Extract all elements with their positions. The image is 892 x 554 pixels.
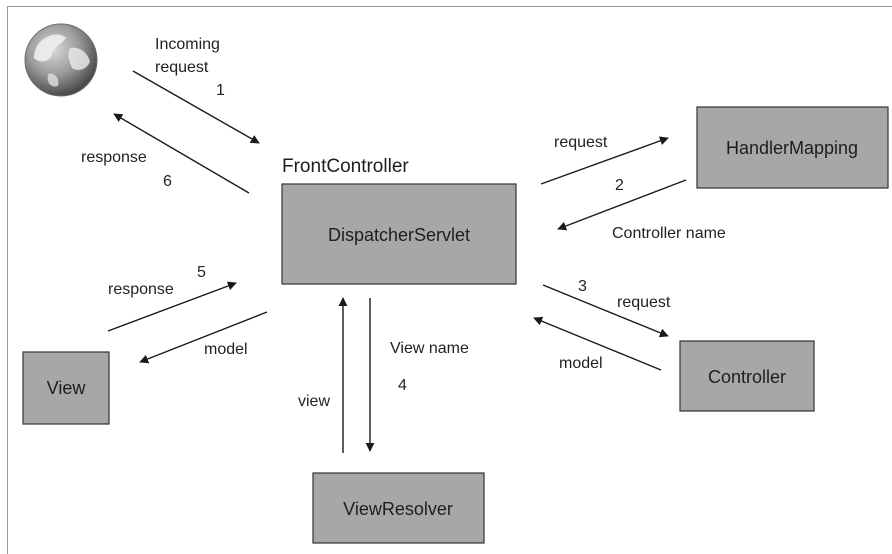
- step-2-label: 2: [615, 177, 624, 194]
- view-from-resolver-label: view: [298, 393, 330, 410]
- arrow-request-to-controller: [542, 284, 669, 338]
- handler-mapping-label: HandlerMapping: [726, 138, 858, 158]
- step-3-label: 3: [578, 278, 587, 295]
- view-resolver-box: [312, 472, 485, 544]
- arrow-controller-name: [557, 179, 687, 231]
- arrow-model-to-view: [139, 311, 268, 364]
- step-4-label: 4: [398, 377, 407, 394]
- globe-icon: [24, 23, 98, 97]
- request-to-controller-label: request: [617, 294, 671, 311]
- arrow-incoming-request: [132, 70, 260, 144]
- front-controller-title: FrontController: [282, 156, 409, 177]
- view-label: View: [47, 378, 87, 398]
- dispatcher-servlet-box: [281, 183, 517, 285]
- handler-mapping-box: [696, 106, 889, 189]
- incoming-label-line1: Incoming: [155, 36, 220, 53]
- step-1-label: 1: [216, 82, 225, 99]
- dispatcher-servlet-label: DispatcherServlet: [328, 225, 470, 245]
- view-name-label: View name: [390, 340, 469, 357]
- controller-label: Controller: [708, 367, 786, 387]
- arrow-model-from-controller: [533, 316, 662, 371]
- view-box: [22, 351, 110, 425]
- arrow-response-to-client: [113, 113, 250, 194]
- model-to-view-label: model: [204, 341, 248, 358]
- incoming-label-line2: request: [155, 59, 209, 76]
- model-from-controller-label: model: [559, 355, 603, 372]
- step-5-label: 5: [197, 264, 206, 281]
- response-to-client-label: response: [81, 149, 147, 166]
- controller-box: [679, 340, 815, 412]
- diagram-frame: [7, 6, 892, 554]
- request-to-handler-label: request: [554, 134, 608, 151]
- step-6-label: 6: [163, 173, 172, 190]
- arrow-request-to-handler: [540, 136, 669, 185]
- view-resolver-label: ViewResolver: [343, 499, 453, 519]
- controller-name-label: Controller name: [612, 225, 726, 242]
- response-from-view-label: response: [108, 281, 174, 298]
- arrow-response-from-view: [107, 281, 237, 332]
